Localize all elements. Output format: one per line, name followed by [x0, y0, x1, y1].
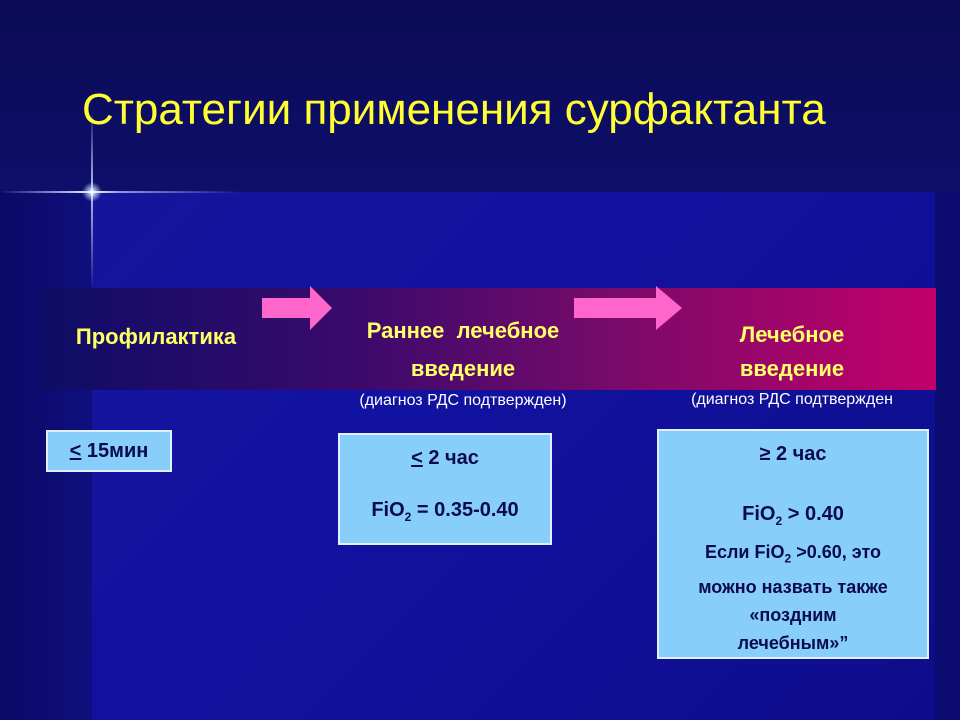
star-flare-horizontal	[0, 191, 240, 193]
less-equal-sign: <	[411, 447, 423, 469]
stage-label-early-treatment: Раннее лечебное введение	[318, 316, 608, 384]
box-line: «поздним	[749, 604, 837, 625]
stage-label-line: введение	[410, 356, 516, 381]
background-right-band	[935, 192, 960, 720]
timing-box-early-treatment: < 2 час FiO2 = 0.35-0.40	[338, 433, 552, 545]
box-line: лечебным»”	[737, 632, 849, 653]
slide-title: Стратегии применения сурфактанта	[82, 85, 826, 134]
stage-label-line: Раннее лечебное	[366, 318, 560, 343]
timing-box-treatment: ≥ 2 час FiO2 > 0.40 Если FiO2 >0.60, это…	[657, 429, 929, 659]
stage-label-line: Профилактика	[75, 324, 237, 349]
stage-label-line: введение	[739, 356, 845, 381]
star-flare-icon	[82, 182, 102, 202]
box-line: FiO2 > 0.40	[742, 503, 844, 528]
stage-label-prophylaxis: Профилактика	[46, 322, 266, 352]
background-top	[0, 0, 960, 192]
box-line: Если FiO2 >0.60, это	[704, 542, 882, 566]
timing-box-prophylaxis: < 15мин	[46, 430, 172, 472]
stage-label-line: Лечебное	[739, 322, 845, 347]
box-line: ≥ 2 час	[759, 443, 827, 465]
box-line: < 15мин	[69, 440, 149, 462]
stage-sub-early-treatment: (диагноз РДС подтвержден)	[359, 392, 567, 409]
stage-label-treatment: Лечебное введение	[652, 320, 932, 384]
box-line: FiO2 = 0.35-0.40	[371, 499, 519, 524]
right-arrow-icon	[574, 286, 682, 330]
less-equal-sign: <	[69, 440, 82, 462]
right-arrow-icon	[262, 286, 332, 330]
stage-sub-treatment: (диагноз РДС подтвержден	[691, 391, 893, 408]
stage-gradient-band	[40, 288, 936, 390]
box-line: можно назвать также	[698, 576, 888, 597]
box-line: < 2 час	[411, 447, 479, 469]
